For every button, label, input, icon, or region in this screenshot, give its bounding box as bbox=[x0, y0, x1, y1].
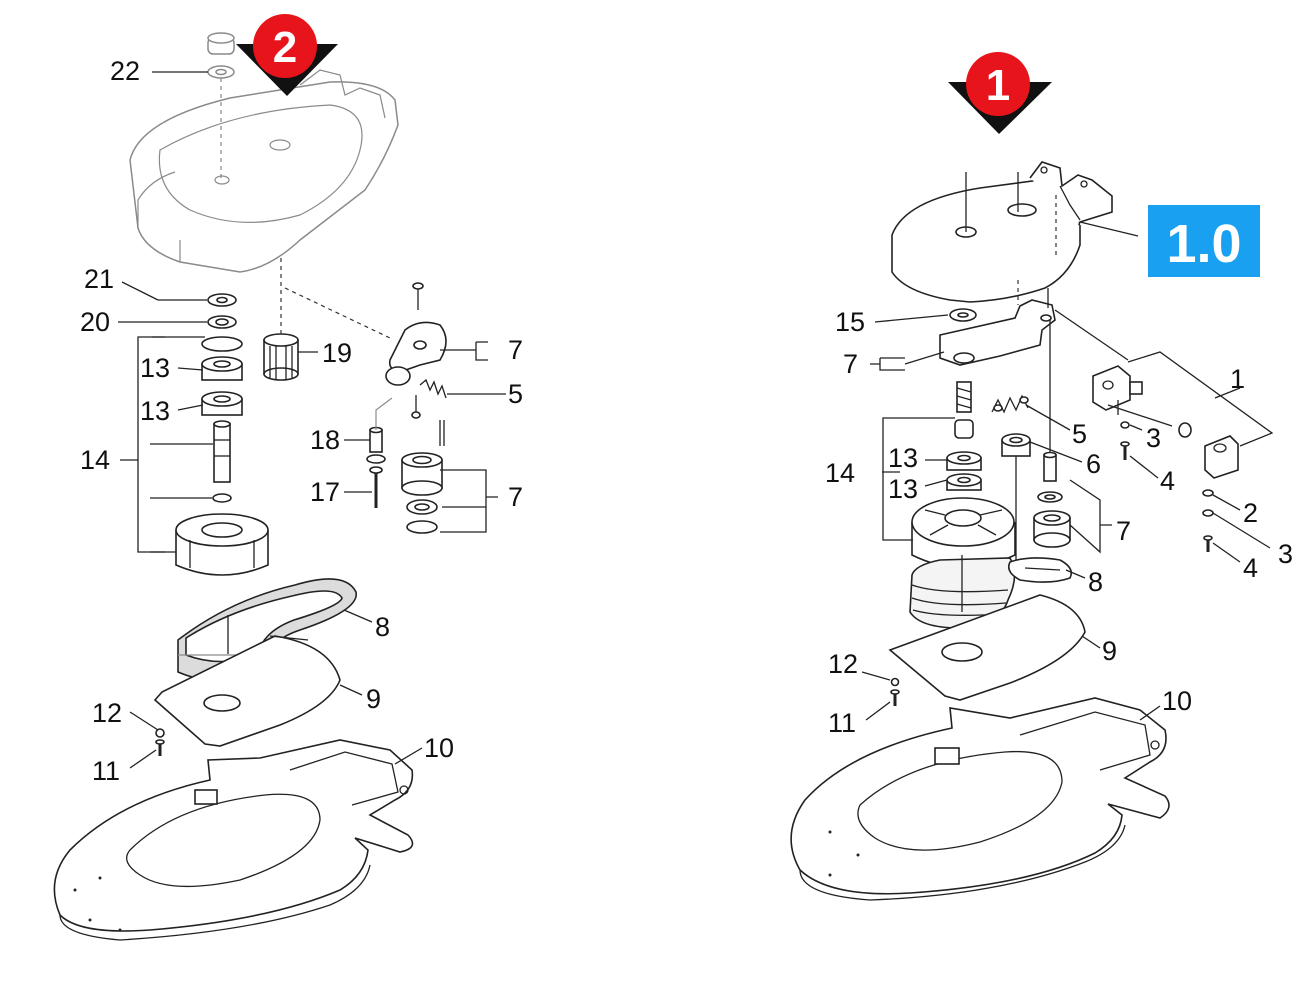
right-label-11: 11 bbox=[828, 708, 856, 738]
left-assembly: 22 21 20 13 13 14 19 7 5 18 17 7 8 9 12 … bbox=[53, 14, 523, 941]
left-leader-lines bbox=[118, 71, 506, 769]
right-part-13-bearing-b bbox=[946, 473, 982, 491]
right-part-7-sleeve bbox=[1033, 510, 1071, 548]
right-part-1-bearing-housing bbox=[1092, 365, 1143, 411]
right-label-7b: 7 bbox=[1116, 516, 1131, 546]
left-part-9-plate bbox=[153, 635, 341, 747]
left-label-20: 20 bbox=[80, 307, 110, 337]
left-group-7-upper-bracket bbox=[440, 341, 488, 361]
right-part-7-bracket-plate bbox=[939, 299, 1056, 366]
right-leader-lines bbox=[861, 314, 1271, 721]
left-part-19-roller bbox=[263, 333, 299, 381]
right-label-1: 1 bbox=[1230, 364, 1245, 394]
left-part-18-pin bbox=[366, 426, 386, 464]
right-pulley bbox=[911, 497, 1016, 569]
right-label-12: 12 bbox=[828, 649, 858, 679]
left-label-19: 19 bbox=[322, 338, 352, 368]
left-label-17: 17 bbox=[310, 477, 340, 507]
left-label-10: 10 bbox=[424, 733, 454, 763]
left-part-8-belt bbox=[177, 578, 357, 682]
badge-view-1: 1 bbox=[948, 52, 1052, 134]
left-part-13-bearing-b bbox=[201, 391, 243, 416]
right-assembly: 1 1.0 bbox=[790, 52, 1293, 901]
badge-view-1-number: 1 bbox=[986, 61, 1010, 110]
left-part-21-washer bbox=[207, 293, 237, 307]
right-label-7a: 7 bbox=[843, 349, 858, 379]
right-label-3a: 3 bbox=[1146, 423, 1161, 453]
left-label-7b: 7 bbox=[508, 482, 523, 512]
right-part-12-washer bbox=[890, 677, 900, 687]
version-tag-text: 1.0 bbox=[1166, 214, 1241, 274]
left-part-5-spring bbox=[419, 378, 447, 399]
left-label-11: 11 bbox=[92, 756, 120, 786]
right-label-4a: 4 bbox=[1160, 466, 1175, 496]
right-label-13a: 13 bbox=[888, 443, 918, 473]
left-pulley bbox=[175, 513, 269, 576]
right-housing-plate bbox=[891, 161, 1113, 303]
version-tag: 1.0 bbox=[1148, 205, 1260, 277]
right-label-2: 2 bbox=[1243, 498, 1258, 528]
right-label-14: 14 bbox=[825, 458, 855, 488]
left-label-13b: 13 bbox=[140, 396, 170, 426]
left-label-18: 18 bbox=[310, 425, 340, 455]
right-label-13b: 13 bbox=[888, 474, 918, 504]
left-label-8: 8 bbox=[375, 612, 390, 642]
right-label-9: 9 bbox=[1102, 636, 1117, 666]
left-label-12: 12 bbox=[92, 698, 122, 728]
right-spring-pin bbox=[954, 381, 974, 439]
badge-view-2: 2 bbox=[236, 14, 338, 96]
left-part-13-bearing-a bbox=[201, 356, 243, 381]
right-group-14-bracket bbox=[882, 417, 913, 541]
left-gear-housing bbox=[129, 69, 399, 273]
right-part-8-belt bbox=[1007, 557, 1073, 583]
right-label-6: 6 bbox=[1086, 449, 1101, 479]
right-label-4b: 4 bbox=[1243, 553, 1258, 583]
left-shaft bbox=[213, 420, 231, 483]
left-label-22: 22 bbox=[110, 56, 140, 86]
left-group-7-lower-bracket bbox=[440, 469, 498, 533]
right-label-15: 15 bbox=[835, 307, 865, 337]
right-part-6-pin bbox=[1043, 451, 1057, 482]
right-group-1-bracket bbox=[1127, 351, 1274, 447]
left-ring bbox=[201, 336, 243, 352]
right-part-11-screw bbox=[890, 689, 900, 706]
left-label-21: 21 bbox=[84, 264, 114, 294]
left-tensioner-arm bbox=[385, 282, 447, 386]
left-part-20-washer bbox=[207, 315, 237, 329]
left-part-10-base bbox=[53, 739, 414, 941]
right-label-10: 10 bbox=[1162, 686, 1192, 716]
right-part-5-spring bbox=[991, 394, 1029, 414]
left-label-9: 9 bbox=[366, 684, 381, 714]
right-label-5: 5 bbox=[1072, 419, 1087, 449]
right-part-13-bearing-a bbox=[946, 451, 982, 471]
left-part-22-nut bbox=[207, 32, 235, 79]
left-small-washer bbox=[212, 493, 232, 503]
left-part-17-bolt bbox=[369, 466, 383, 508]
left-label-14: 14 bbox=[80, 445, 110, 475]
right-label-8: 8 bbox=[1088, 567, 1103, 597]
right-part-1-bracket-block bbox=[1204, 435, 1239, 479]
left-label-13a: 13 bbox=[140, 353, 170, 383]
left-label-5: 5 bbox=[508, 379, 523, 409]
left-part-12-washer bbox=[155, 728, 165, 738]
right-part-9-plate bbox=[888, 594, 1086, 701]
left-label-7a: 7 bbox=[508, 335, 523, 365]
right-label-3b: 3 bbox=[1278, 539, 1293, 569]
left-part-7-sleeve bbox=[401, 452, 443, 496]
left-part-11-screw bbox=[155, 739, 165, 756]
right-circlip bbox=[1178, 422, 1192, 438]
right-part-10-base bbox=[790, 697, 1170, 901]
badge-view-2-number: 2 bbox=[273, 23, 297, 72]
right-sleeve bbox=[1001, 433, 1031, 457]
